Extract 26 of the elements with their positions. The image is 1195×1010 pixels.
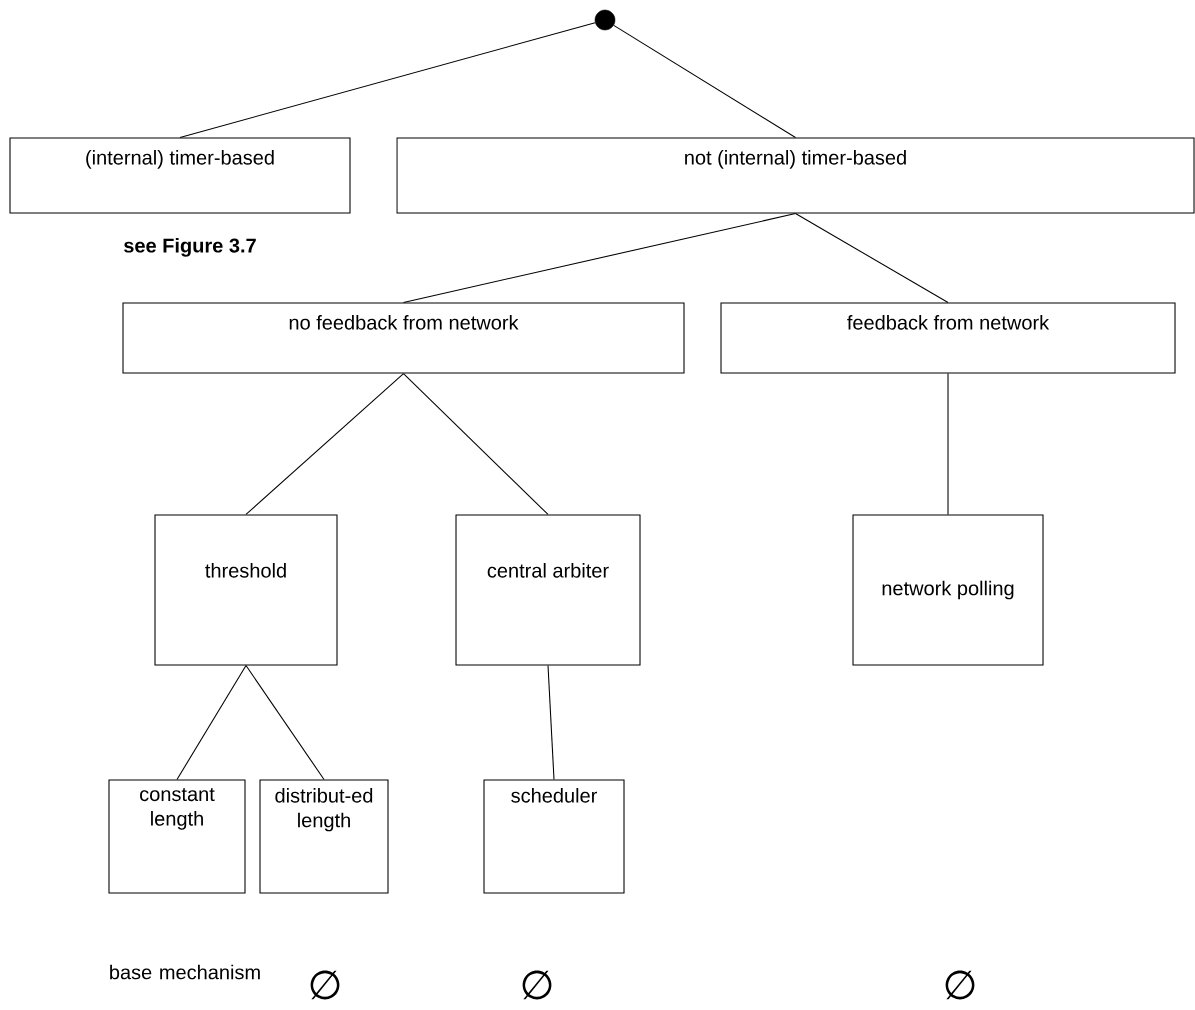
category-box: (internal) timer-based: [9, 137, 351, 214]
connector-line: [402, 373, 549, 515]
empty-set-symbol: ∅: [522, 970, 552, 1000]
connector-line: [402, 213, 797, 303]
connector-line: [613, 24, 797, 138]
category-box: distribut-ed length: [259, 779, 389, 894]
category-box: feedback from network: [720, 302, 1176, 374]
figure-reference: see Figure 3.7: [124, 237, 256, 257]
connector-line: [547, 665, 555, 780]
empty-set-symbol: ∅: [310, 970, 340, 1000]
category-box: scheduler: [483, 779, 625, 894]
category-box: network polling: [852, 514, 1044, 666]
connector-line: [245, 665, 325, 780]
connector-line: [179, 22, 596, 138]
category-box: constant length: [108, 779, 246, 894]
connector-line: [794, 213, 949, 303]
empty-set-symbol: ∅: [945, 970, 975, 1000]
category-box: central arbiter: [455, 514, 641, 666]
connector-line: [245, 373, 405, 515]
axis-label: base mechanism: [110, 964, 260, 980]
connector-line: [947, 373, 949, 515]
category-box: no feedback from network: [122, 302, 685, 374]
root-dot: [594, 9, 616, 31]
connector-line: [176, 665, 247, 780]
category-box: threshold: [154, 514, 338, 666]
category-box: not (internal) timer-based: [396, 137, 1195, 214]
